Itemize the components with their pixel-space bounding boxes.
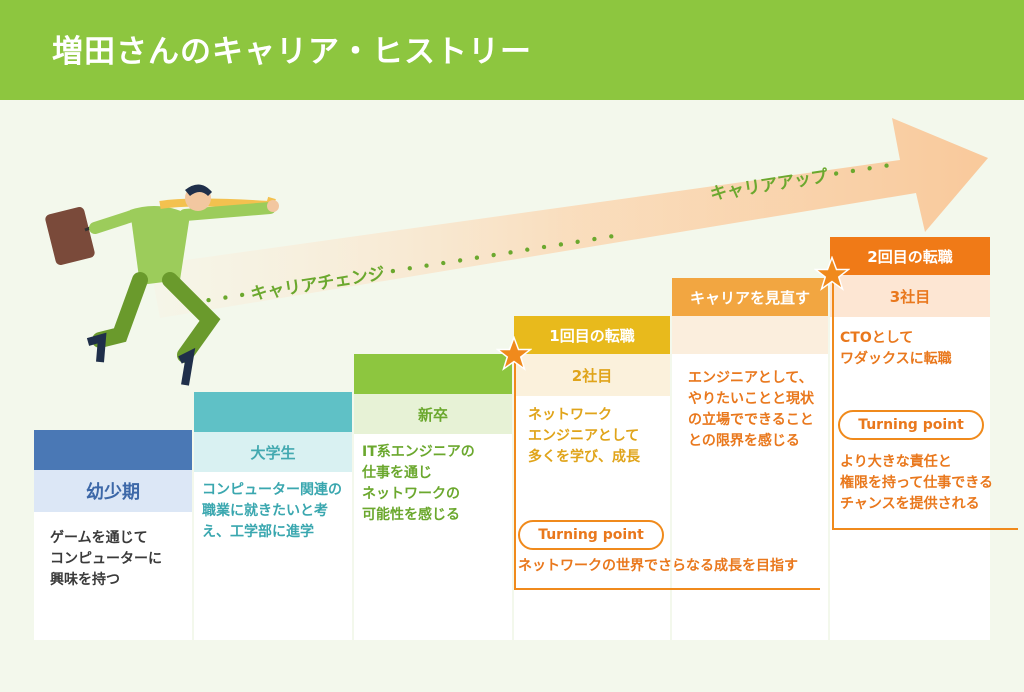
stage-childhood-bar (34, 430, 192, 470)
turning-point-2-text: より大きな責任と 権限を持って仕事できる チャンスを提供される (840, 454, 994, 512)
turning-point-1-underline (514, 588, 820, 590)
stage-reconsider-desc: エンジニアとして、 やりたいことと現状 の立場でできること との限界を感じる (688, 370, 814, 449)
star-icon (814, 256, 850, 291)
stage-reconsider-header: キャリアを見直す (672, 278, 828, 316)
stage-third-company-label: 3社目 (830, 275, 990, 317)
turning-point-1-text: ネットワークの世界でさらなる成長を目指す (518, 558, 798, 574)
stage-second-company-desc: ネットワーク エンジニアとして 多くを学び、成長 (528, 407, 640, 465)
turning-point-2-bracket (832, 278, 834, 528)
stage-childhood-desc: ゲームを通じて コンピューターに 興味を持つ (50, 530, 162, 588)
stage-reconsider-band (672, 316, 828, 354)
page-title: 増田さんのキャリア・ヒストリー (52, 34, 532, 70)
stage-university-desc: コンピューター関連の 職業に就きたいと考 え、工学部に進学 (202, 482, 342, 540)
stage-third-company-header: 2回目の転職 (830, 237, 990, 275)
turning-point-2-badge: Turning point (838, 410, 984, 440)
stage-third-company-desc: CTOとして ワダックスに転職 (840, 330, 952, 367)
stage-university-label: 大学生 (194, 432, 352, 472)
turning-point-1-badge: Turning point (518, 520, 664, 550)
stage-second-company-label: 2社目 (514, 354, 670, 396)
turning-point-2-underline (832, 528, 1018, 530)
stage-new-graduate-label: 新卒 (354, 394, 512, 434)
briefcase-icon (45, 206, 95, 266)
stage-new-graduate-bar (354, 354, 512, 394)
star-icon (496, 336, 532, 371)
stage-second-company-header: 1回目の転職 (514, 316, 670, 354)
businessman-illustration (45, 184, 279, 386)
stage-university-bar (194, 392, 352, 432)
stage-childhood-label: 幼少期 (34, 470, 192, 512)
turning-point-1-bracket (514, 360, 516, 588)
stage-new-graduate-desc: IT系エンジニアの 仕事を通じ ネットワークの 可能性を感じる (362, 444, 475, 523)
page-header: 増田さんのキャリア・ヒストリー (0, 0, 1024, 100)
